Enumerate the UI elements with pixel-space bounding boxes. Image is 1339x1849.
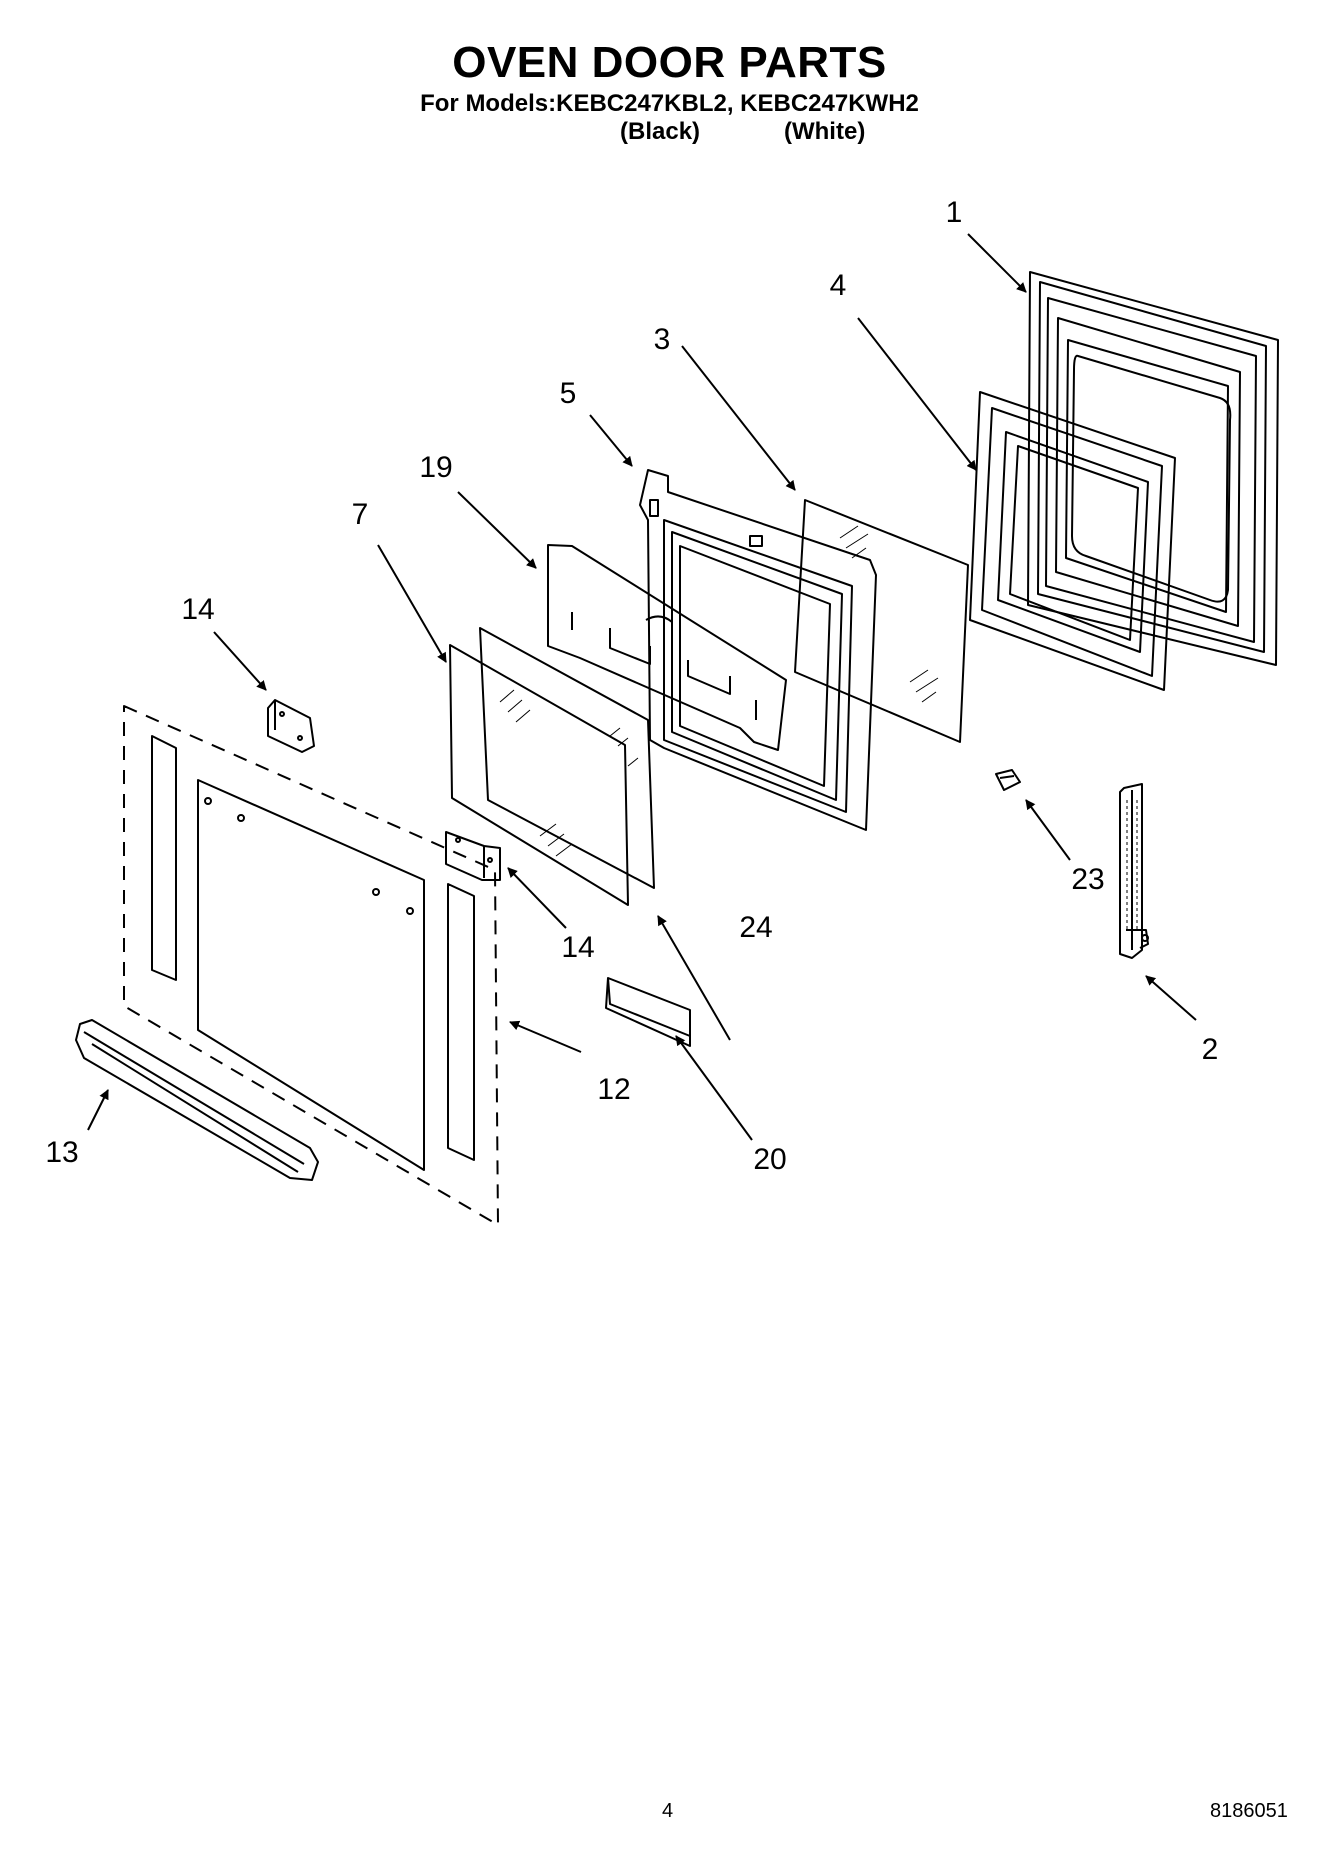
arrow-19 — [457, 491, 537, 569]
callout-4: 4 — [829, 269, 847, 302]
page-number: 4 — [662, 1800, 674, 1822]
arrow-20 — [675, 1035, 753, 1141]
rear-glass-panel — [479, 627, 655, 889]
arrow-12 — [509, 1020, 582, 1053]
inner-glass-panel — [794, 499, 969, 743]
callout-3: 3 — [653, 323, 671, 356]
callout-5: 5 — [559, 377, 577, 410]
arrow-1 — [967, 233, 1027, 293]
door-frame — [969, 391, 1176, 691]
inner-window-glass — [449, 644, 639, 906]
door-outer-panel — [1027, 271, 1279, 666]
arrow-5 — [589, 414, 633, 467]
hinge-bracket-upper — [267, 699, 315, 753]
page-title: OVEN DOOR PARTS — [452, 38, 887, 87]
callout-2: 2 — [1201, 1033, 1219, 1066]
models-line: For Models:KEBC247KBL2, KEBC247KWH2 — [420, 90, 919, 117]
door-clip — [995, 769, 1021, 791]
callout-14-upper: 14 — [181, 593, 215, 626]
callout-14-lower: 14 — [561, 931, 595, 964]
hinge-bracket-lower — [445, 831, 501, 881]
arrow-2 — [1145, 975, 1197, 1021]
callout-19: 19 — [419, 451, 453, 484]
arrow-14-lower — [507, 867, 567, 929]
callout-1: 1 — [945, 196, 963, 229]
leader-arrows — [87, 233, 1197, 1141]
arrow-3 — [681, 345, 796, 491]
arrow-4 — [857, 317, 977, 471]
insulation-shield — [547, 544, 787, 751]
arrow-7 — [377, 544, 447, 663]
callout-23: 23 — [1071, 863, 1105, 896]
arrow-24 — [657, 915, 731, 1041]
callout-24: 24 — [739, 911, 773, 944]
callout-13: 13 — [45, 1136, 79, 1169]
arrow-14-upper — [213, 631, 267, 691]
callout-7: 7 — [351, 498, 369, 531]
trim-clip-strip — [605, 977, 691, 1047]
callout-20: 20 — [753, 1143, 787, 1176]
inner-door-liner — [639, 469, 877, 831]
variant-white: (White) — [784, 118, 866, 145]
door-hinge — [1119, 783, 1149, 959]
callout-12: 12 — [597, 1073, 631, 1106]
variant-black: (Black) — [620, 118, 701, 145]
document-number: 8186051 — [1210, 1800, 1288, 1822]
arrow-13 — [87, 1089, 109, 1131]
door-handle-trim — [75, 1019, 319, 1181]
arrow-23 — [1025, 799, 1071, 861]
outer-door-panel-assembly — [123, 705, 499, 1226]
